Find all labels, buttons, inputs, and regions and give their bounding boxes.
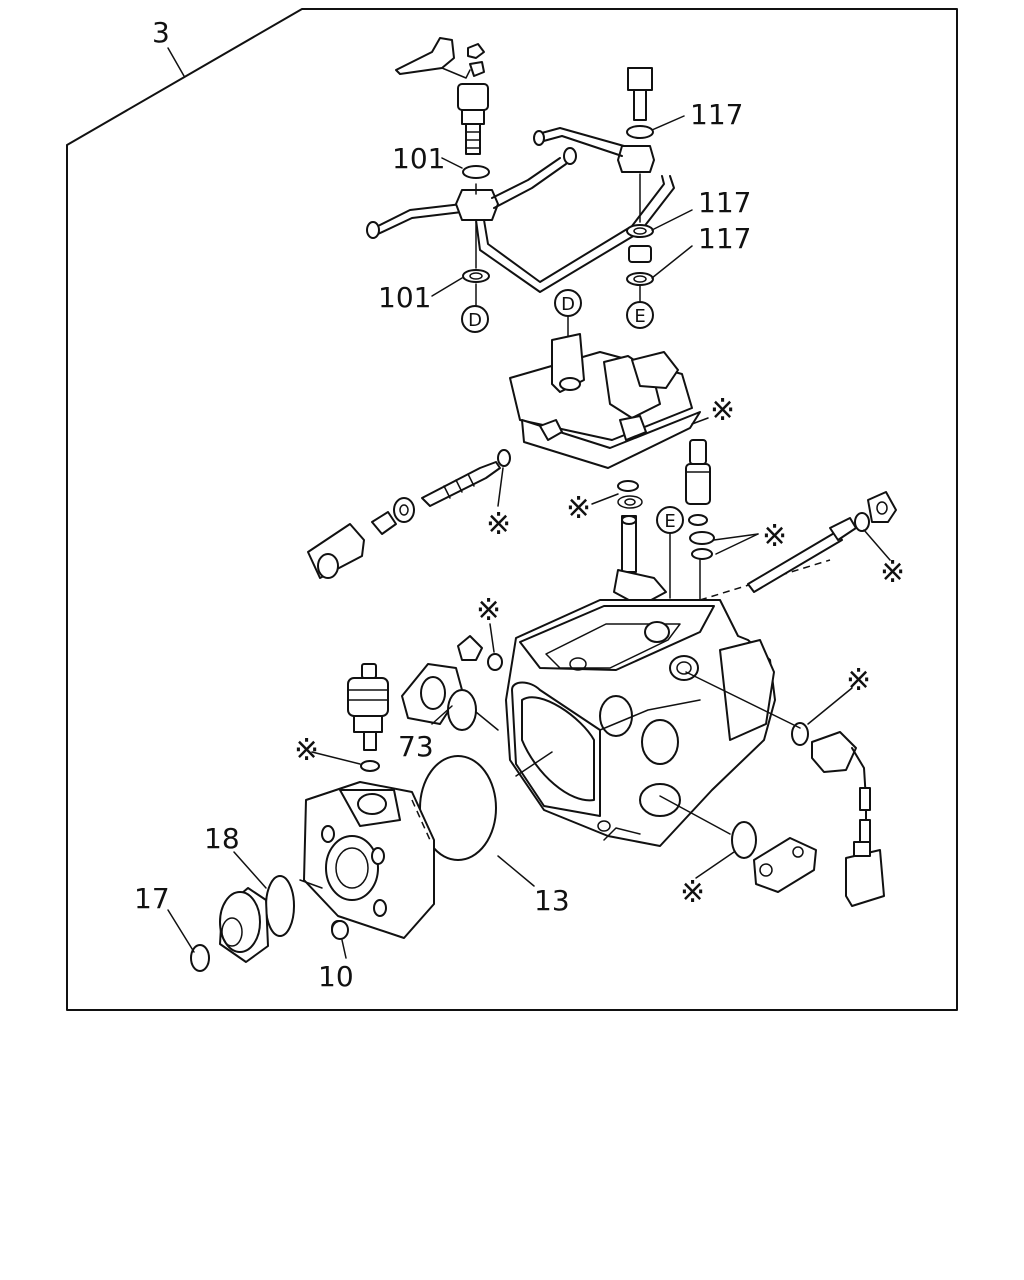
- callout-117-top: 117: [690, 98, 743, 131]
- pump-housing-part: [505, 599, 776, 847]
- asterisk-valve-o-rings: ※: [762, 519, 787, 554]
- left-stem-parts: [307, 449, 511, 579]
- banjo-bolt-part: [626, 67, 654, 139]
- overflow-valve-part: [395, 37, 490, 179]
- callout-117-middle: 117: [698, 186, 751, 219]
- marker-d-upper: D: [561, 294, 575, 315]
- solenoid-part: [347, 663, 389, 772]
- asterisk-small-bolt: ※: [476, 593, 501, 628]
- sensor-assembly-part: [791, 722, 885, 907]
- flange-gasket-part: [401, 663, 477, 731]
- asterisk-shaft-washer: ※: [566, 491, 591, 526]
- leader-lines: [167, 115, 891, 959]
- marker-d-lower: D: [468, 310, 482, 331]
- asterisk-markers: ※ ※ ※ ※ ※ ※ ※ ※ ※: [294, 393, 905, 910]
- plug-assembly-part: [190, 875, 295, 972]
- asterisk-sensor-o-ring: ※: [846, 663, 871, 698]
- callout-13: 13: [534, 884, 570, 917]
- callout-101-upper: 101: [392, 142, 445, 175]
- asterisk-cover-gasket: ※: [710, 393, 735, 428]
- small-bolt-part: [457, 635, 503, 671]
- callout-18: 18: [204, 822, 240, 855]
- diagram-frame: [66, 8, 958, 1011]
- callout-73: 73: [398, 730, 434, 763]
- asterisk-stem-o-ring: ※: [486, 507, 511, 542]
- gaskets: [462, 224, 654, 286]
- lower-right-cover-part: [731, 821, 817, 893]
- marker-e-lower: E: [634, 306, 645, 327]
- callout-101-lower: 101: [378, 281, 431, 314]
- asterisk-solenoid-o-ring: ※: [294, 733, 319, 768]
- asterisk-right-nut: ※: [880, 555, 905, 590]
- callout-117-bottom: 117: [698, 222, 751, 255]
- end-cover-part: [303, 781, 435, 939]
- marker-e-body: E: [664, 511, 675, 532]
- nut-10-part: [331, 920, 349, 940]
- callout-17: 17: [134, 882, 170, 915]
- assembly-callout: 3: [152, 16, 185, 77]
- part-callouts: 101 101 117 117 117 73 18 17 13 10: [134, 98, 751, 993]
- governor-cover-part: [509, 333, 701, 469]
- governor-shaft-part: [613, 480, 667, 607]
- connection-markers: D D E E: [461, 289, 684, 534]
- assembly-number-label: 3: [152, 16, 170, 49]
- callout-10: 10: [318, 960, 354, 993]
- right-upper-parts: [685, 439, 897, 593]
- injection-pipe-part: [366, 127, 675, 293]
- asterisk-lower-right-o-ring: ※: [680, 875, 705, 910]
